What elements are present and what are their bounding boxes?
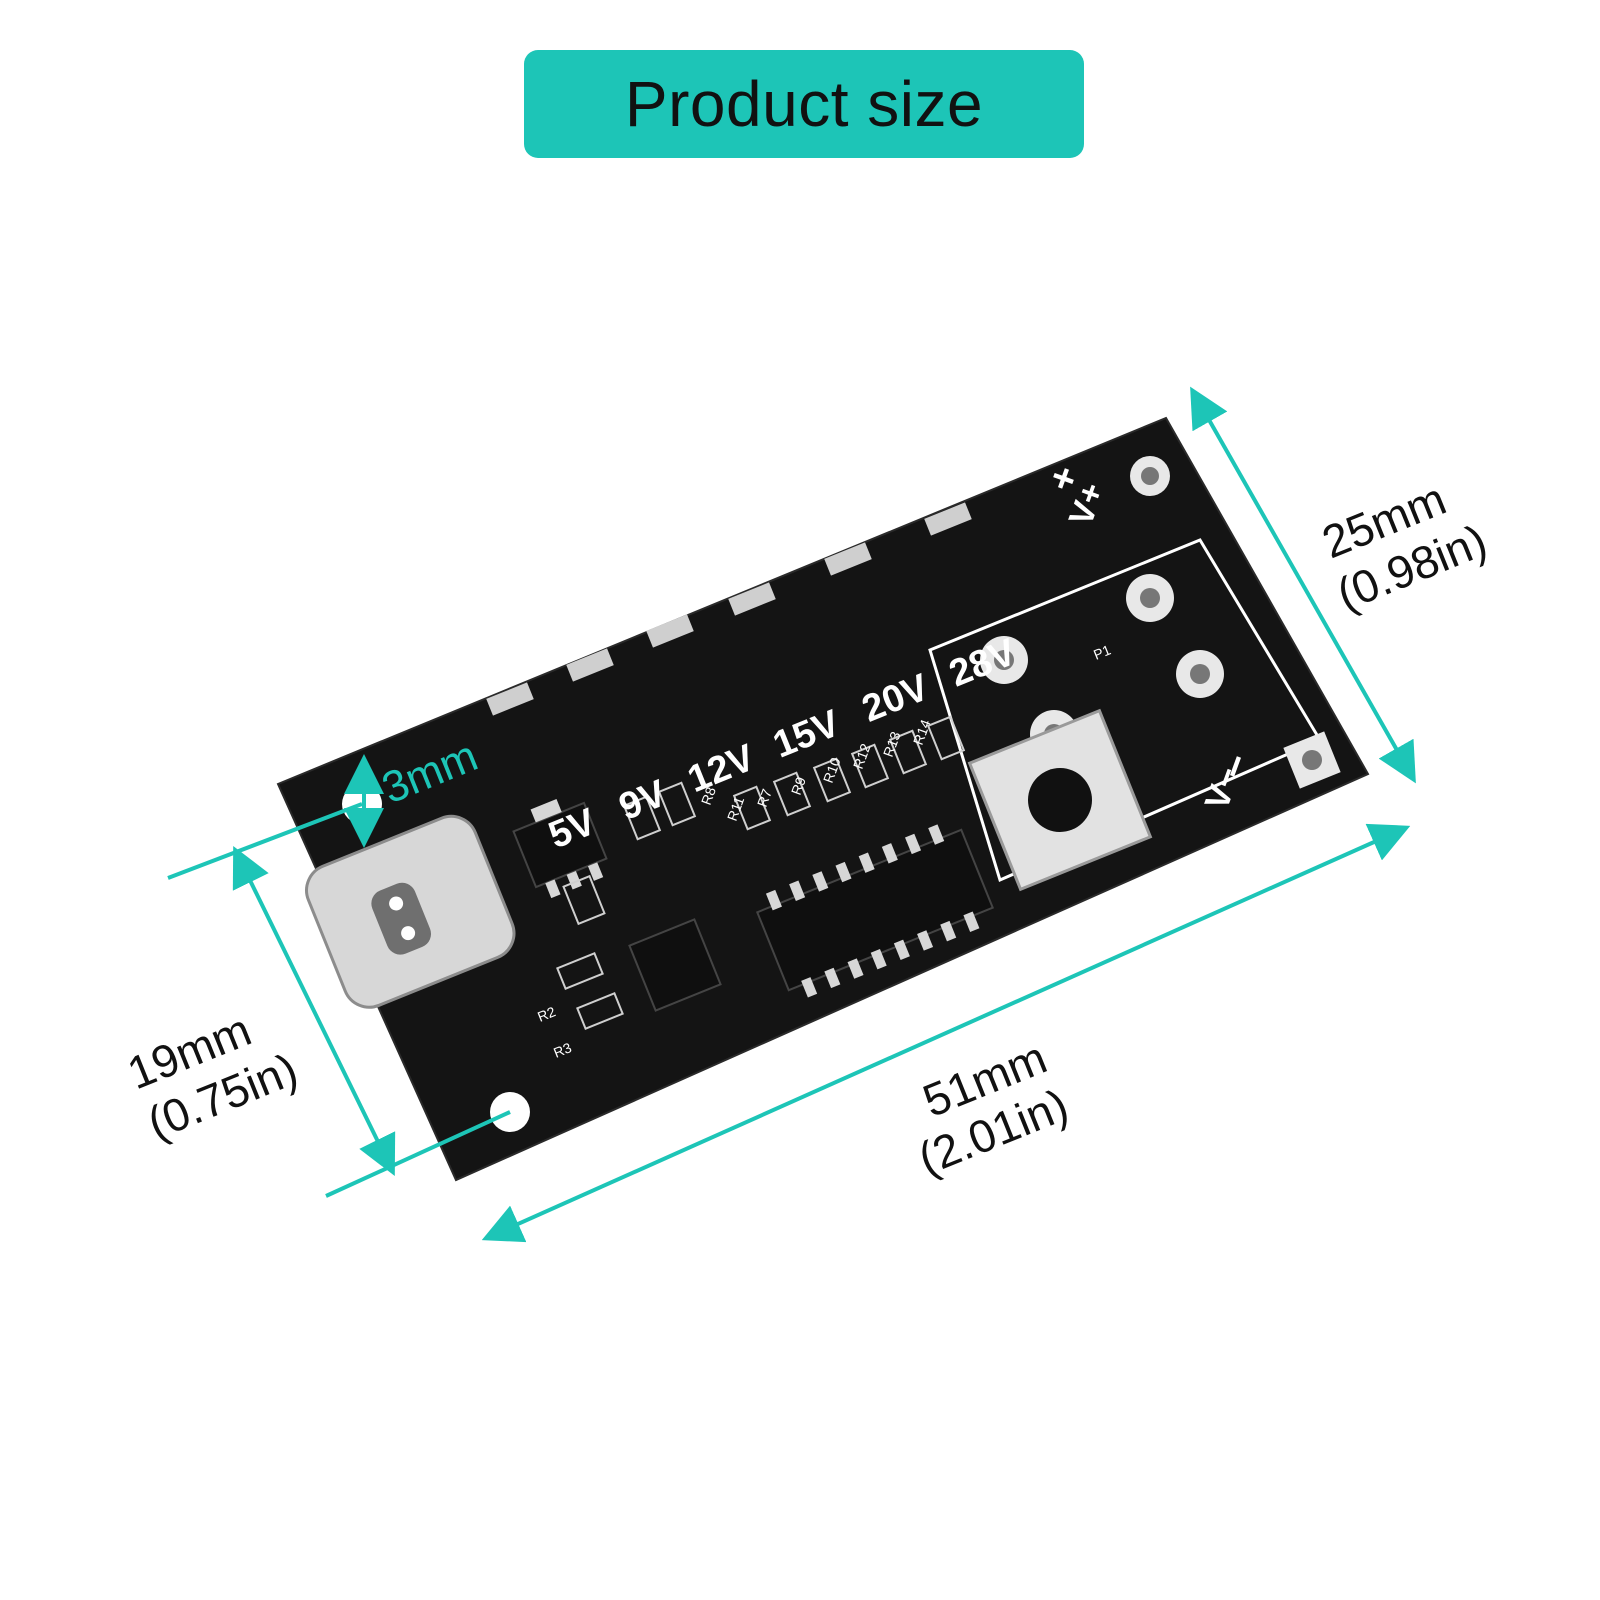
- height-dimension-line: [1190, 386, 1416, 784]
- p1-label: P1: [1091, 641, 1113, 662]
- extension-line: [167, 802, 363, 880]
- height-label: 25mm (0.98in): [1315, 472, 1494, 620]
- width-dimension-line: [481, 823, 1411, 1243]
- width-label: 51mm (2.01in): [911, 1031, 1075, 1185]
- dimension-lines: [167, 386, 1416, 1243]
- resistor-label: R7: [754, 787, 775, 809]
- inner-label: 19mm (0.75in): [120, 1003, 304, 1149]
- title-text: Product size: [624, 68, 984, 140]
- resistor-label: R9: [788, 775, 809, 797]
- extension-line: [325, 1110, 511, 1198]
- title-badge: Product size: [524, 50, 1084, 158]
- resistor-label: R8: [698, 785, 719, 807]
- led-row: [486, 502, 972, 716]
- inner-dimension-line: [232, 846, 396, 1176]
- resistor-label: R11: [724, 794, 748, 823]
